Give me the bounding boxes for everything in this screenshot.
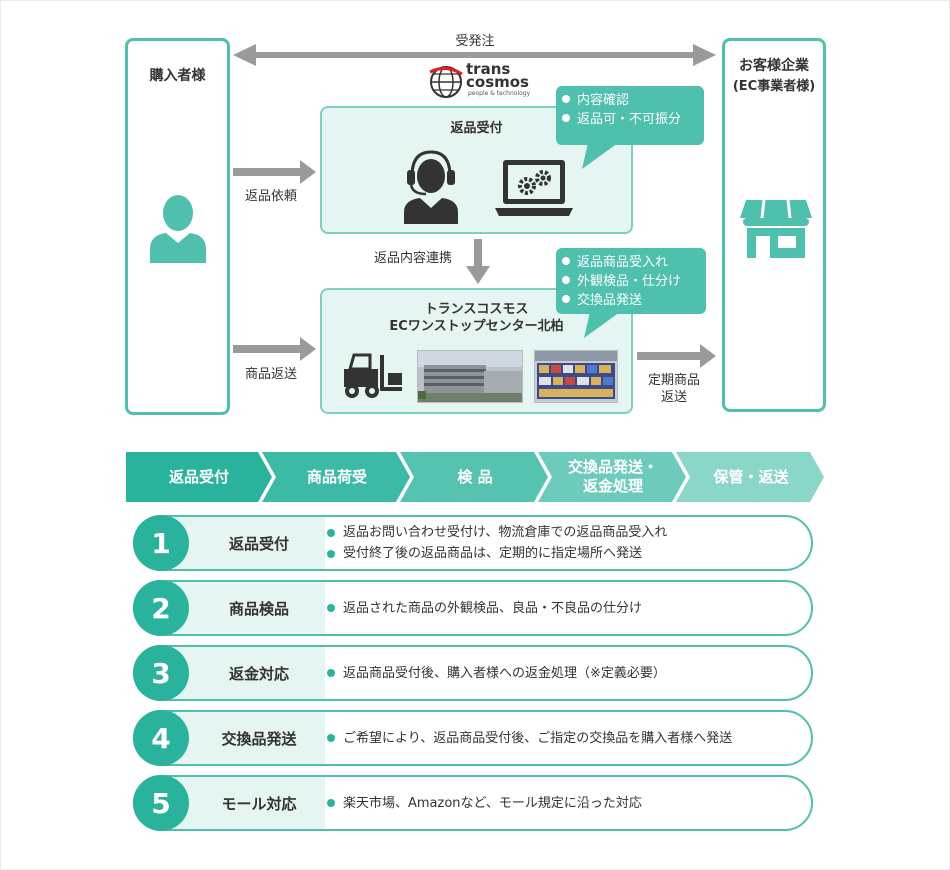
client-box: お客様企業 (EC事業者様) xyxy=(722,38,826,412)
product-return-label: 商品返送 xyxy=(244,367,297,382)
order-label: 受発注 xyxy=(455,34,495,49)
flow-step-1-shape xyxy=(126,452,272,502)
warehouse-title-1: トランスコスモス xyxy=(424,302,529,317)
return-reception-title: 返品受付 xyxy=(450,121,503,136)
flow-chevrons xyxy=(126,452,824,502)
return-content-link-label: 返品内容連携 xyxy=(373,251,452,266)
client-title: お客様企業 xyxy=(739,58,809,74)
process-row-1: 返品受付 返品お問い合わせ受付け、物流倉庫での返品商品受入れ 受付終了後の返品商… xyxy=(133,515,813,571)
process-row-4: 交換品発送 ご希望により、返品商品受付後、ご指定の交換品を購入者様へ発送 xyxy=(133,710,813,766)
process-number: 4 xyxy=(133,710,189,766)
flow-step-3-shape xyxy=(400,452,548,502)
arrow-down-link xyxy=(466,239,490,284)
process-number: 5 xyxy=(133,775,189,831)
buyer-title: 購入者様 xyxy=(149,68,206,84)
flow-step-1: 返品受付 xyxy=(168,467,229,486)
process-number: 1 xyxy=(133,515,189,571)
process-number: 2 xyxy=(133,580,189,636)
bubble-tail xyxy=(584,312,620,338)
process-label: 返金対応 xyxy=(228,664,289,683)
process-number: 3 xyxy=(133,645,189,701)
person-icon xyxy=(150,195,206,263)
diagram-arrows xyxy=(233,44,716,368)
buyer-box: 購入者様 xyxy=(125,38,230,415)
process-label: モール対応 xyxy=(221,794,297,813)
bubble-item: 返品商品受入れ xyxy=(562,251,698,270)
bubble-item: 外観検品・仕分け xyxy=(562,270,698,289)
periodic-return-label: 定期商品 返送 xyxy=(638,372,710,406)
transcosmos-logo: trans cosmos people & technology xyxy=(428,60,538,100)
warehouse-bubble: 返品商品受入れ 外観検品・仕分け 交換品発送 xyxy=(556,248,706,314)
process-label: 商品検品 xyxy=(228,599,289,618)
flow-step-3: 検 品 xyxy=(457,467,493,486)
process-item: 受付終了後の返品商品は、定期的に指定場所へ発送 xyxy=(327,543,667,564)
flow-step-2: 商品荷受 xyxy=(306,467,367,486)
globe-logo-icon xyxy=(429,66,463,98)
process-item: 返品お問い合わせ受付け、物流倉庫での返品商品受入れ xyxy=(327,522,667,543)
process-label: 交換品発送 xyxy=(221,729,297,748)
process-item: ご希望により、返品商品受付後、ご指定の交換品を購入者様へ発送 xyxy=(327,728,732,749)
return-request-label: 返品依頼 xyxy=(244,189,297,204)
double-arrow-order xyxy=(233,44,716,66)
arrow-product-return xyxy=(233,337,316,361)
bubble-item: 交換品発送 xyxy=(562,289,698,308)
flow-step-5: 保管・返送 xyxy=(713,467,789,486)
store-icon xyxy=(740,199,812,258)
process-item: 返品された商品の外観検品、良品・不良品の仕分け xyxy=(327,598,642,619)
flow-step-4: 交換品発送・返金処理 xyxy=(567,458,658,495)
periodic-return-line1: 定期商品 xyxy=(647,373,700,388)
process-row-3: 返金対応 返品商品受付後、購入者様への返金処理（※定義必要） xyxy=(133,645,813,701)
warehouse-building-photo xyxy=(417,350,523,403)
logo-tagline: people & technology xyxy=(468,90,531,97)
flow-step-2-shape xyxy=(262,452,410,502)
process-item: 楽天市場、Amazonなど、モール規定に沿った対応 xyxy=(327,793,642,814)
process-row-2: 商品検品 返品された商品の外観検品、良品・不良品の仕分け xyxy=(133,580,813,636)
warehouse-title-2: ECワンストップセンター北柏 xyxy=(389,319,564,334)
client-subtitle: (EC事業者様) xyxy=(732,79,816,94)
logo-line2: cosmos xyxy=(466,73,529,91)
bubble-item: 内容確認 xyxy=(562,89,696,108)
laptop-gears-icon xyxy=(495,160,573,216)
forklift-icon xyxy=(344,353,402,398)
flow-step-5-shape xyxy=(676,452,824,502)
bubble-tail xyxy=(582,143,618,169)
reception-bubble: 内容確認 返品可・不可振分 xyxy=(556,86,704,145)
bubble-item: 返品可・不可振分 xyxy=(562,108,696,127)
arrow-return-request xyxy=(233,160,316,184)
process-label: 返品受付 xyxy=(228,534,289,553)
logo-line1: trans xyxy=(466,60,511,78)
headset-operator-icon xyxy=(404,150,458,224)
arrow-periodic-return xyxy=(637,344,716,368)
process-row-5: モール対応 楽天市場、Amazonなど、モール規定に沿った対応 xyxy=(133,775,813,831)
warehouse-interior-photo xyxy=(534,350,618,403)
flow-step-4-shape xyxy=(538,452,686,502)
periodic-return-line2: 返送 xyxy=(660,390,687,405)
process-item: 返品商品受付後、購入者様への返金処理（※定義必要） xyxy=(327,663,666,684)
